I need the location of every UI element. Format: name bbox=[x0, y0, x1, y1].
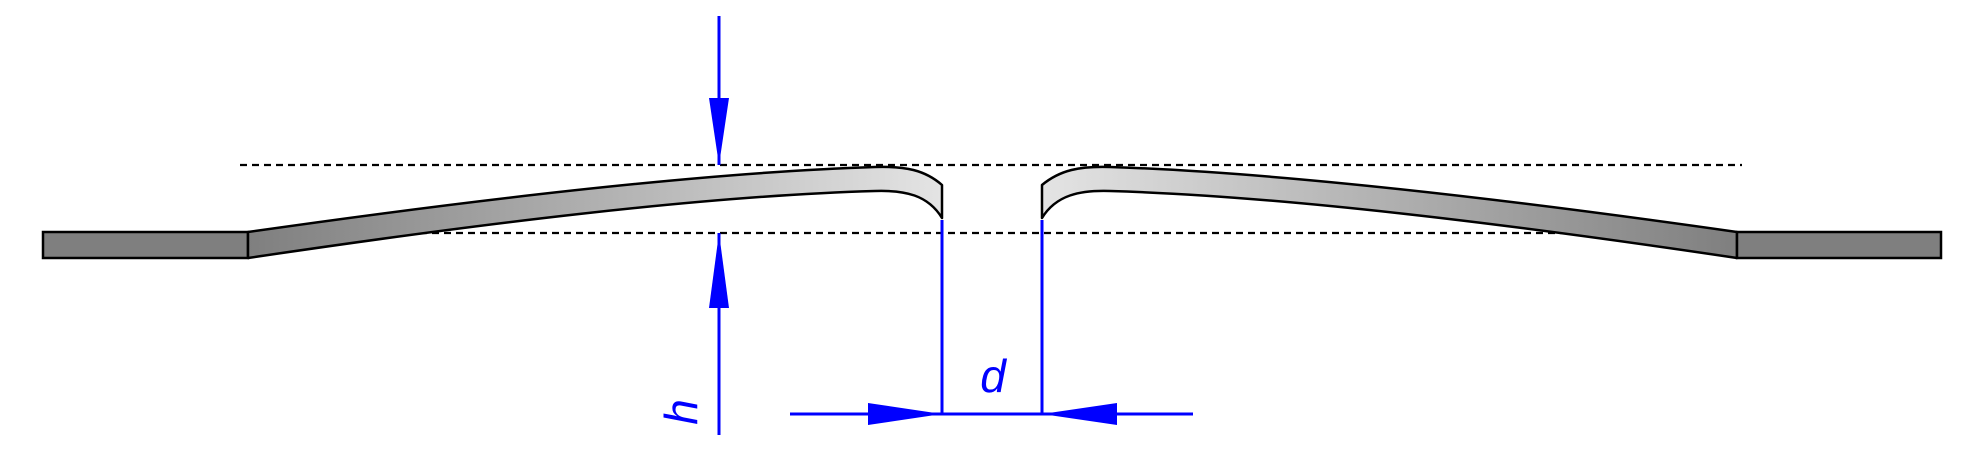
left-flange bbox=[246, 165, 944, 260]
left-flat-plate bbox=[41, 230, 250, 260]
right-flat-plate bbox=[1735, 230, 1943, 260]
height-label: h bbox=[655, 399, 707, 425]
height-dimension bbox=[709, 16, 729, 435]
gap-label: d bbox=[980, 350, 1007, 402]
gap-dimension bbox=[790, 220, 1193, 425]
height-arrow-down bbox=[709, 98, 729, 165]
gap-arrow-right bbox=[868, 403, 942, 425]
right-flange bbox=[1040, 165, 1739, 260]
height-arrow-up bbox=[709, 233, 729, 308]
gap-arrow-left bbox=[1042, 403, 1117, 425]
